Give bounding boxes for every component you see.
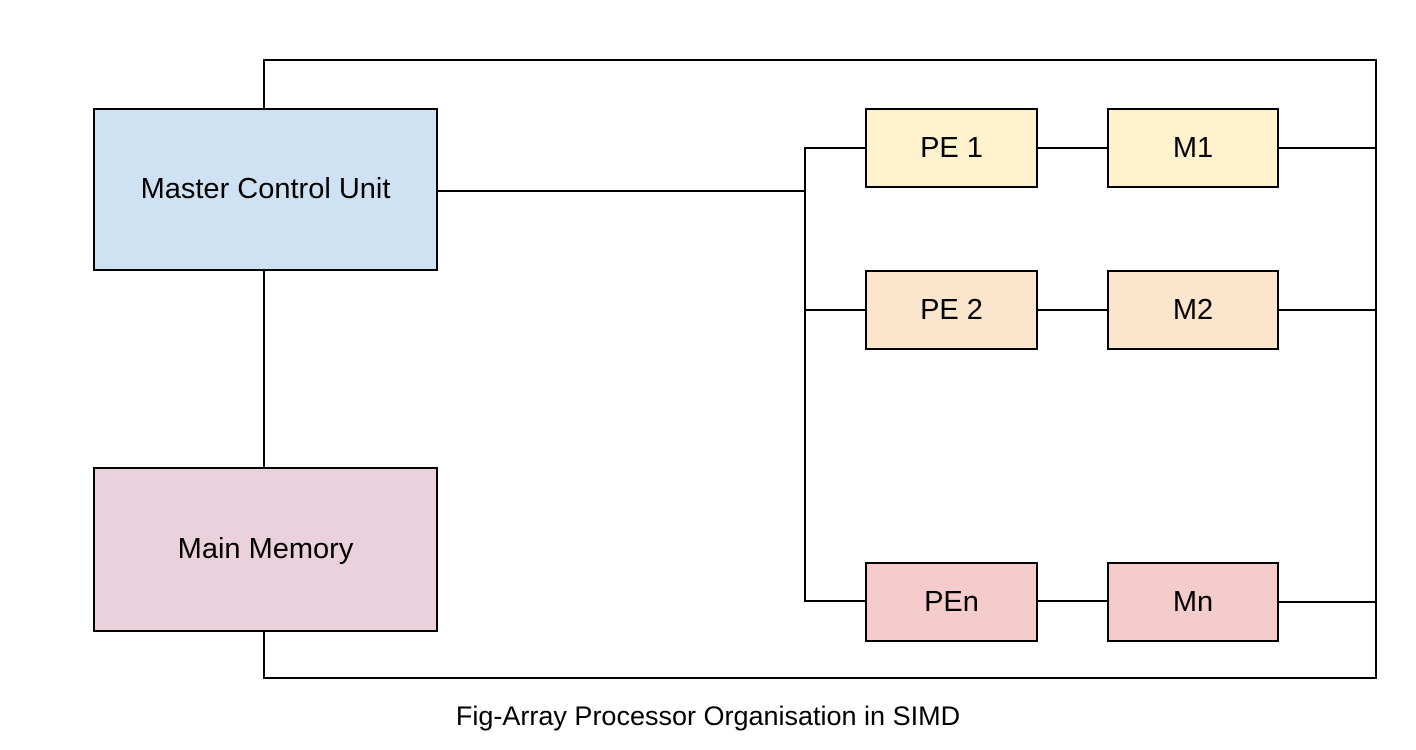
wire-pe-bus: [804, 147, 806, 602]
wire-mcu-to-top-bus: [263, 59, 265, 108]
node-pe2: PE 2: [865, 270, 1038, 350]
wire-m1-to-right-bus: [1279, 147, 1375, 149]
node-master-control-unit: Master Control Unit: [93, 108, 438, 271]
wire-main-memory-to-bottom-bus: [263, 632, 265, 679]
wire-pe2-to-m2: [1038, 309, 1107, 311]
master-control-unit-label: Master Control Unit: [140, 173, 391, 205]
m2-label: M2: [1172, 293, 1214, 326]
pen-label: PEn: [924, 585, 979, 618]
wire-m2-to-right-bus: [1279, 309, 1375, 311]
node-mn: Mn: [1107, 562, 1279, 642]
pe2-label: PE 2: [920, 293, 983, 326]
wire-pe1-to-m1: [1038, 147, 1107, 149]
mn-label: Mn: [1172, 585, 1214, 618]
wire-mcu-to-main-memory: [263, 271, 265, 467]
node-m1: M1: [1107, 108, 1279, 188]
m1-label: M1: [1172, 131, 1214, 164]
wire-pen-to-mn: [1038, 600, 1107, 602]
node-main-memory: Main Memory: [93, 467, 438, 632]
wire-right-return-bus: [1375, 59, 1377, 679]
wire-bottom-return-bus: [263, 677, 1377, 679]
wire-mn-to-right-bus: [1279, 601, 1375, 603]
wire-bus-to-pe1: [804, 147, 865, 149]
pe1-label: PE 1: [920, 131, 983, 164]
wire-mcu-to-pe-bus: [438, 190, 806, 192]
wire-top-return-bus: [263, 59, 1377, 61]
wire-bus-to-pe2: [804, 309, 865, 311]
node-pen: PEn: [865, 562, 1038, 642]
diagram-caption: Fig-Array Processor Organisation in SIMD: [455, 701, 961, 731]
node-m2: M2: [1107, 270, 1279, 350]
node-pe1: PE 1: [865, 108, 1038, 188]
wire-bus-to-pen: [804, 600, 865, 602]
main-memory-label: Main Memory: [177, 533, 354, 565]
